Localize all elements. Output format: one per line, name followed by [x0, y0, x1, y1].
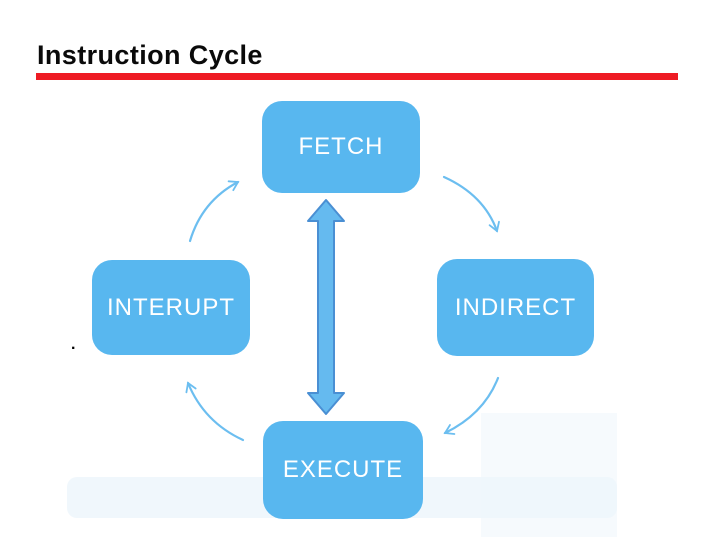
arrow-interupt-to-fetch — [188, 180, 240, 243]
node-fetch: FETCH — [262, 101, 420, 193]
double-arrow-fetch-execute — [307, 199, 345, 415]
stray-bullet-dot: . — [71, 336, 76, 353]
node-execute: EXECUTE — [263, 421, 423, 519]
title-divider-rule — [36, 73, 678, 80]
node-interupt: INTERUPT — [92, 260, 250, 355]
arrow-fetch-to-indirect — [442, 175, 500, 233]
slide-title: Instruction Cycle — [37, 40, 263, 70]
arrow-indirect-to-execute — [443, 376, 500, 435]
arrow-execute-to-interupt — [185, 381, 245, 442]
node-indirect: INDIRECT — [437, 259, 594, 356]
